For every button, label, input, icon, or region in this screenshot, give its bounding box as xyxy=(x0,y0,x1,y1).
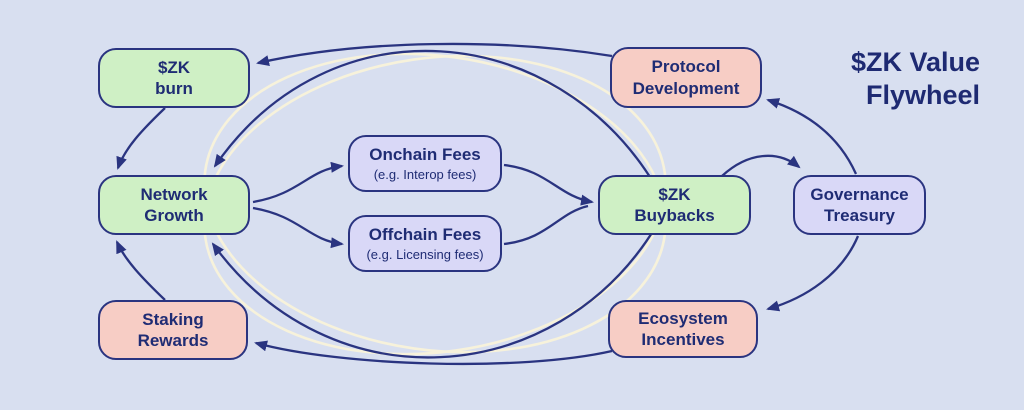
node-zk-burn: $ZK burn xyxy=(98,48,250,108)
node-network-growth-label: Network Growth xyxy=(140,184,208,225)
node-zk-burn-label: $ZK burn xyxy=(155,57,193,98)
edge-offchain-to-buybacks xyxy=(503,204,589,246)
node-protocol-development-label: Protocol Development xyxy=(632,57,740,98)
edge-buybacks-to-treasury xyxy=(721,154,801,177)
node-staking-rewards: Staking Rewards xyxy=(98,300,248,360)
edge-treasury-to-ecosystem xyxy=(766,235,860,312)
node-zk-buybacks: $ZK Buybacks xyxy=(598,175,751,235)
node-onchain-fees: Onchain Fees (e.g. Interop fees) xyxy=(348,135,502,192)
decor-ring-1 xyxy=(203,52,667,354)
edge-buybacks-to-network-bottom xyxy=(211,227,656,359)
node-ecosystem-incentives: Ecosystem Incentives xyxy=(608,300,758,358)
node-offchain-fees-sublabel: (e.g. Licensing fees) xyxy=(366,246,484,262)
decor-ring-2 xyxy=(203,54,667,356)
node-governance-treasury-label: Governance Treasury xyxy=(810,184,909,225)
node-governance-treasury: Governance Treasury xyxy=(793,175,926,235)
edge-protocol-to-burn xyxy=(256,42,613,66)
edge-onchain-to-buybacks xyxy=(503,163,594,206)
node-onchain-fees-sublabel: (e.g. Interop fees) xyxy=(373,166,477,182)
edge-treasury-to-protocol xyxy=(766,98,858,175)
node-ecosystem-incentives-label: Ecosystem Incentives xyxy=(638,308,728,349)
node-network-growth: Network Growth xyxy=(98,175,250,235)
edge-burn-to-network xyxy=(116,107,166,170)
edge-buybacks-to-network-top xyxy=(213,49,656,186)
edge-staking-to-network xyxy=(115,240,166,301)
node-zk-buybacks-label: $ZK Buybacks xyxy=(634,184,715,225)
node-staking-rewards-label: Staking Rewards xyxy=(137,309,209,350)
edge-ecosystem-to-staking xyxy=(254,340,613,366)
node-offchain-fees-label: Offchain Fees xyxy=(368,225,482,245)
edge-network-to-onchain xyxy=(252,161,344,204)
node-offchain-fees: Offchain Fees (e.g. Licensing fees) xyxy=(348,215,502,272)
node-protocol-development: Protocol Development xyxy=(610,47,762,108)
node-onchain-fees-label: Onchain Fees xyxy=(369,145,481,165)
edge-network-to-offchain xyxy=(252,206,344,249)
diagram-title: $ZK Value Flywheel xyxy=(850,47,980,110)
